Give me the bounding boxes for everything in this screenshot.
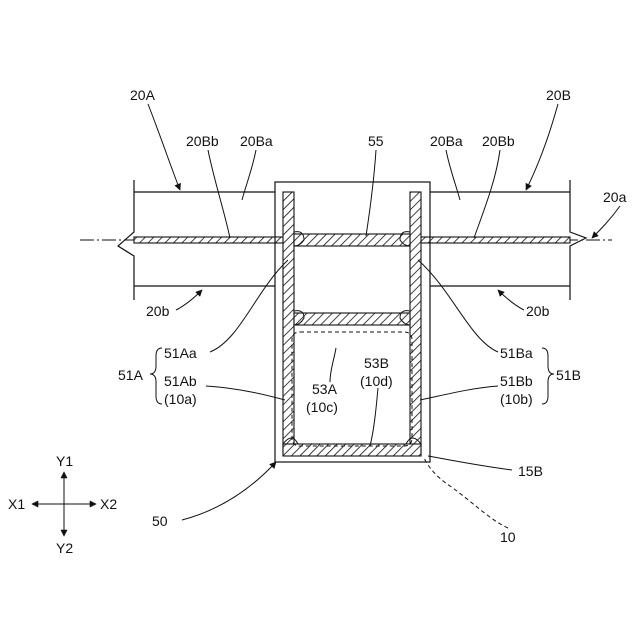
label-20Ba-right: 20Ba — [430, 133, 463, 149]
label-20Ba-left: 20Ba — [240, 133, 273, 149]
label-20B: 20B — [546, 87, 571, 103]
inner-plate-left — [134, 237, 284, 243]
label-15B: 15B — [518, 463, 543, 479]
inner-plate-right — [420, 237, 570, 243]
label-20A: 20A — [130, 87, 156, 103]
label-51A: 51A — [118, 367, 144, 383]
axis-arrows — [32, 472, 96, 536]
braces — [150, 348, 554, 404]
label-10a: (10a) — [164, 391, 197, 407]
label-10d: (10d) — [360, 373, 393, 389]
label-53B: 53B — [364, 355, 389, 371]
label-53A: 53A — [312, 381, 338, 397]
label-10c: (10c) — [306, 399, 338, 415]
label-20b-right: 20b — [526, 303, 550, 319]
label-20Bb-left: 20Bb — [186, 133, 219, 149]
plate-53B — [283, 444, 421, 456]
weld-beads — [283, 232, 421, 444]
axis-label-X1: X1 — [8, 496, 25, 512]
label-51Bb: 51Bb — [500, 373, 533, 389]
label-50: 50 — [152, 513, 168, 529]
label-20a: 20a — [603, 189, 627, 205]
label-20b-left: 20b — [146, 303, 170, 319]
label-10: 10 — [500, 529, 516, 545]
label-51B: 51B — [556, 367, 581, 383]
label-51Aa: 51Aa — [164, 345, 197, 361]
axis-label-Y2: Y2 — [56, 540, 73, 556]
label-20Bb-right: 20Bb — [482, 133, 515, 149]
label-55: 55 — [368, 133, 384, 149]
axis-label-X2: X2 — [100, 496, 117, 512]
axis-label-Y1: Y1 — [56, 453, 73, 469]
label-10b: (10b) — [500, 391, 533, 407]
plate-55 — [294, 234, 410, 246]
label-51Ab: 51Ab — [164, 373, 197, 389]
label-51Ba: 51Ba — [500, 345, 533, 361]
plate-53A — [294, 313, 410, 325]
pipe-10-outline — [292, 332, 412, 446]
